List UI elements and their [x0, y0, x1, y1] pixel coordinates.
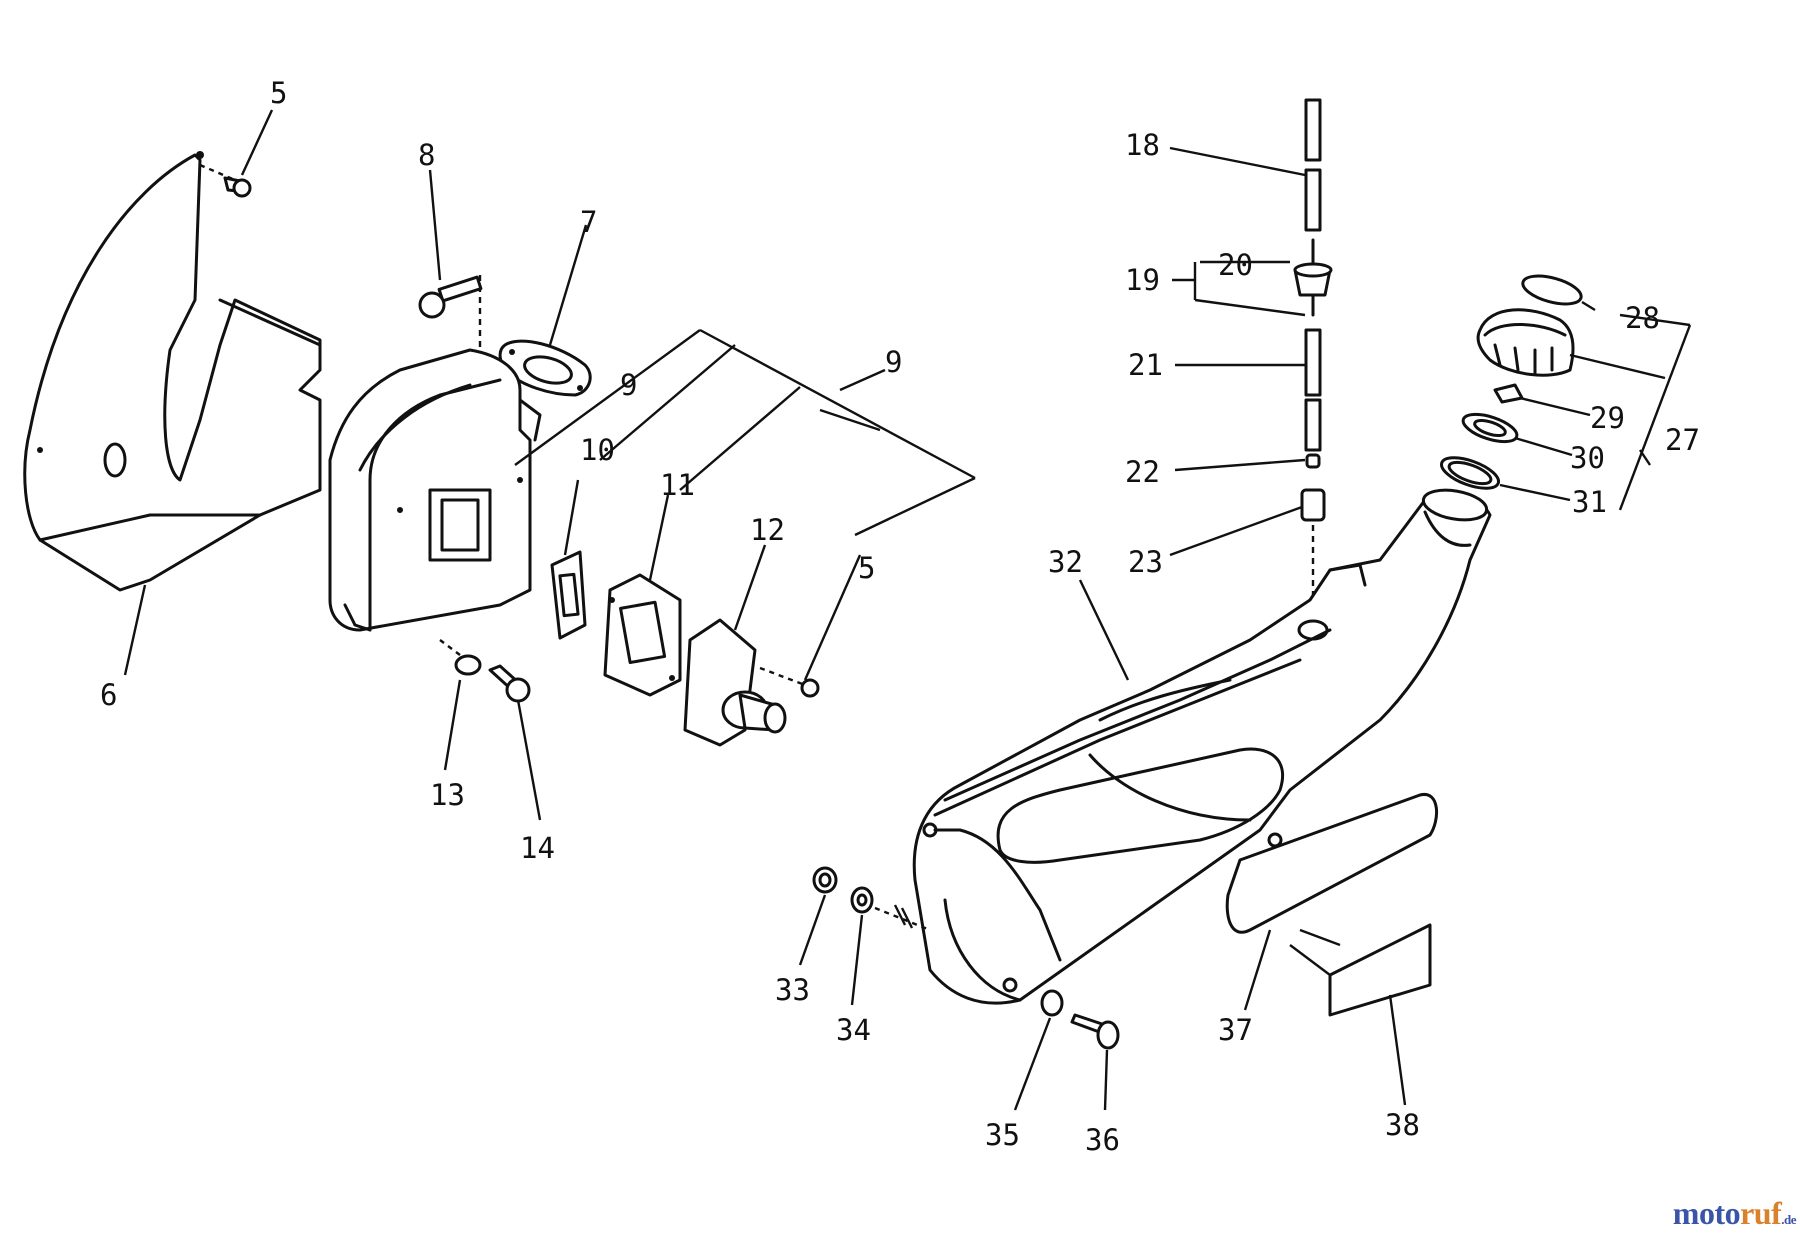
part-30-plate [1461, 412, 1519, 444]
label-20: 20 [1218, 248, 1253, 282]
label-29: 29 [1590, 401, 1625, 435]
label-21: 21 [1128, 348, 1163, 382]
label-18: 18 [1125, 128, 1160, 162]
label-22: 22 [1125, 455, 1160, 489]
part-5-screw-top [199, 163, 252, 198]
label-33: 33 [775, 973, 810, 1007]
label-12: 12 [750, 513, 785, 547]
part-5-screw-right [759, 666, 820, 698]
label-6: 6 [100, 678, 117, 712]
part-31-gasket [1440, 456, 1500, 490]
part-10-gasket [550, 550, 587, 640]
motoruf-watermark: motoruf.de [1672, 1195, 1797, 1232]
part-37-pad [1225, 793, 1439, 934]
label-36: 36 [1085, 1123, 1120, 1157]
part-6-housing [23, 151, 322, 592]
watermark-part2: ruf [1740, 1195, 1782, 1231]
part-22-clip [1305, 453, 1321, 469]
label-28: 28 [1625, 301, 1660, 335]
part-35-washer [1040, 989, 1064, 1017]
label-23: 23 [1128, 545, 1163, 579]
label-32: 32 [1048, 545, 1083, 579]
label-37: 37 [1218, 1013, 1253, 1047]
part-11-gasket [603, 573, 682, 697]
label-7: 7 [580, 205, 597, 239]
part-34-washer [850, 886, 931, 932]
part-18-fuel-hose [1304, 98, 1322, 232]
label-19: 19 [1125, 263, 1160, 297]
label-5-right: 5 [858, 551, 875, 585]
part-38-pad [1328, 923, 1432, 1017]
part-7-gasket [498, 339, 592, 397]
label-9-right: 9 [885, 345, 902, 379]
part-12-cover-plate [683, 618, 787, 747]
callout-numbers: 5 6 7 8 9 9 10 11 12 5 13 14 18 19 20 21… [100, 76, 1700, 1157]
part-27-fuel-cap [1476, 308, 1575, 377]
label-8: 8 [418, 138, 435, 172]
label-13: 13 [430, 778, 465, 812]
leader-lines [123, 109, 1692, 1111]
part-20-fuel-filter [1293, 238, 1333, 317]
label-11: 11 [660, 468, 695, 502]
label-31: 31 [1572, 485, 1607, 519]
part-28-o-ring [1521, 274, 1583, 306]
part-13-washer [439, 639, 482, 676]
label-9-left: 9 [620, 368, 637, 402]
part-29-retainer [1493, 383, 1524, 404]
part-36-bolt [1070, 1013, 1120, 1050]
label-27: 27 [1665, 423, 1700, 457]
watermark-suffix: .de [1781, 1212, 1796, 1227]
label-5-top: 5 [270, 76, 287, 110]
label-38: 38 [1385, 1108, 1420, 1142]
label-35: 35 [985, 1118, 1020, 1152]
part-33-nut [812, 866, 838, 894]
watermark-part1: moto [1672, 1195, 1741, 1231]
part-14-bolt [488, 664, 531, 703]
label-30: 30 [1570, 441, 1605, 475]
part-23-grommet [1300, 488, 1326, 620]
part-32-fuel-tank [912, 488, 1492, 1005]
label-34: 34 [836, 1013, 871, 1047]
label-14: 14 [520, 831, 555, 865]
label-10: 10 [580, 433, 615, 467]
muffler-body [328, 348, 542, 632]
part-21-fuel-hose [1304, 328, 1322, 452]
